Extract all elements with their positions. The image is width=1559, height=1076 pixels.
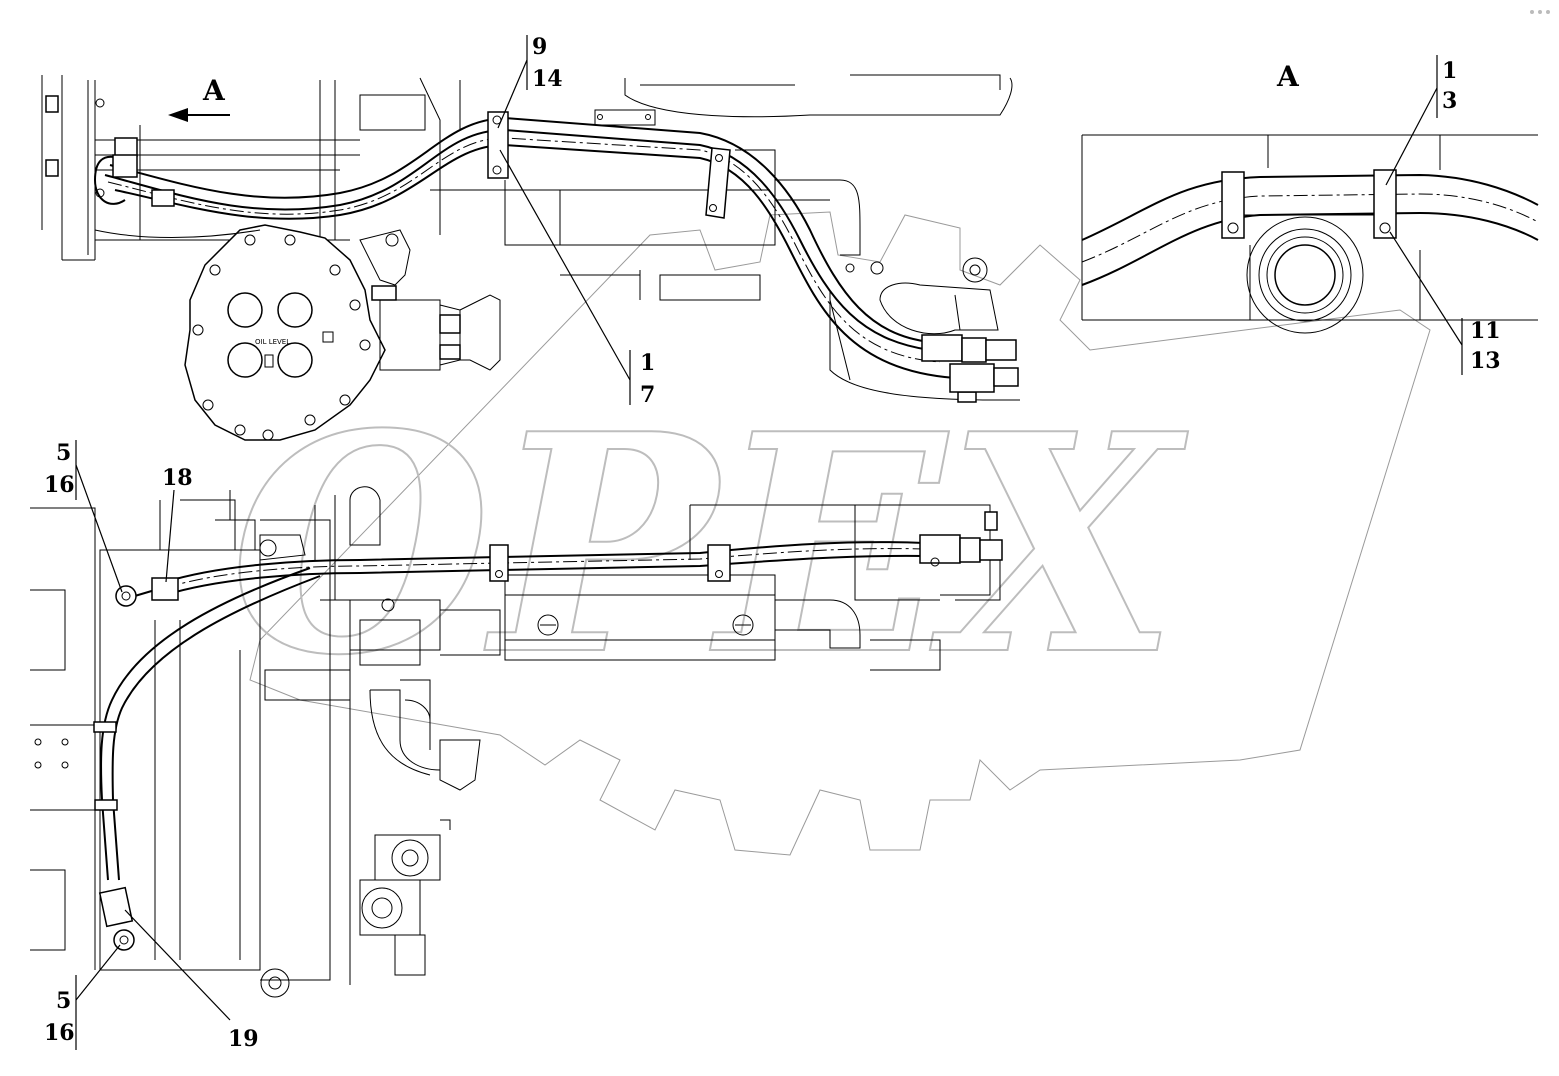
detail-view-a: A 1 3 11 13 <box>1081 55 1539 375</box>
svg-text:14: 14 <box>532 66 563 92</box>
clamp-lower-a <box>489 544 509 582</box>
callout-1-7: 1 7 <box>499 149 655 408</box>
hose-fitting <box>112 154 138 178</box>
clamp-9-14 <box>487 111 509 179</box>
svg-text:5: 5 <box>56 440 71 466</box>
banjo-fitting <box>115 585 137 607</box>
detail-view-title: A <box>1276 60 1300 93</box>
svg-text:5: 5 <box>56 988 71 1014</box>
callout-19: 19 <box>124 909 259 1052</box>
svg-text:16: 16 <box>44 472 75 498</box>
callout-18: 18 <box>162 465 193 583</box>
callout-11-13: 11 13 <box>1389 231 1501 375</box>
top-main-view: OIL LEVEL <box>41 34 1020 441</box>
watermark-gear <box>249 211 1431 856</box>
svg-text:3: 3 <box>1442 88 1457 114</box>
callout-1-3: 1 3 <box>1385 55 1457 186</box>
callout-9-14: 9 14 <box>497 34 563 129</box>
axle-flange: OIL LEVEL <box>184 224 386 441</box>
hose-fitting <box>949 363 995 393</box>
svg-text:18: 18 <box>162 465 193 491</box>
hose-fitting <box>98 886 134 928</box>
bolt-head <box>45 95 59 113</box>
hose-bundle-lower <box>100 541 926 881</box>
svg-text:11: 11 <box>1470 318 1501 344</box>
callout-5-16-bottom: 5 16 <box>44 944 121 1050</box>
svg-text:9: 9 <box>532 34 547 60</box>
hose-fitting <box>151 577 179 601</box>
svg-text:13: 13 <box>1470 348 1501 374</box>
svg-text:1: 1 <box>1442 58 1457 84</box>
detail-clamp-left <box>1221 171 1245 239</box>
svg-text:7: 7 <box>640 382 655 408</box>
clamp-lower-b <box>707 544 731 582</box>
detail-clamp-right <box>1373 169 1397 239</box>
svg-text:19: 19 <box>228 1026 259 1052</box>
hose-fitting <box>921 334 963 362</box>
callout-5-16-top: 5 16 <box>44 440 123 593</box>
bolt-head <box>45 159 59 177</box>
view-direction-arrow: A <box>168 74 230 122</box>
clamp-middle <box>705 147 731 219</box>
banjo-fitting <box>113 929 135 951</box>
hose-fitting <box>114 137 138 157</box>
lower-view: 5 16 18 5 16 19 <box>30 440 1003 1052</box>
hose-fitting <box>919 534 961 564</box>
view-direction-label: A <box>202 74 226 107</box>
oil-level-plate-text: OIL LEVEL <box>255 338 290 346</box>
corner-mark <box>1530 10 1550 14</box>
svg-text:16: 16 <box>44 1020 75 1046</box>
svg-text:1: 1 <box>640 350 655 376</box>
